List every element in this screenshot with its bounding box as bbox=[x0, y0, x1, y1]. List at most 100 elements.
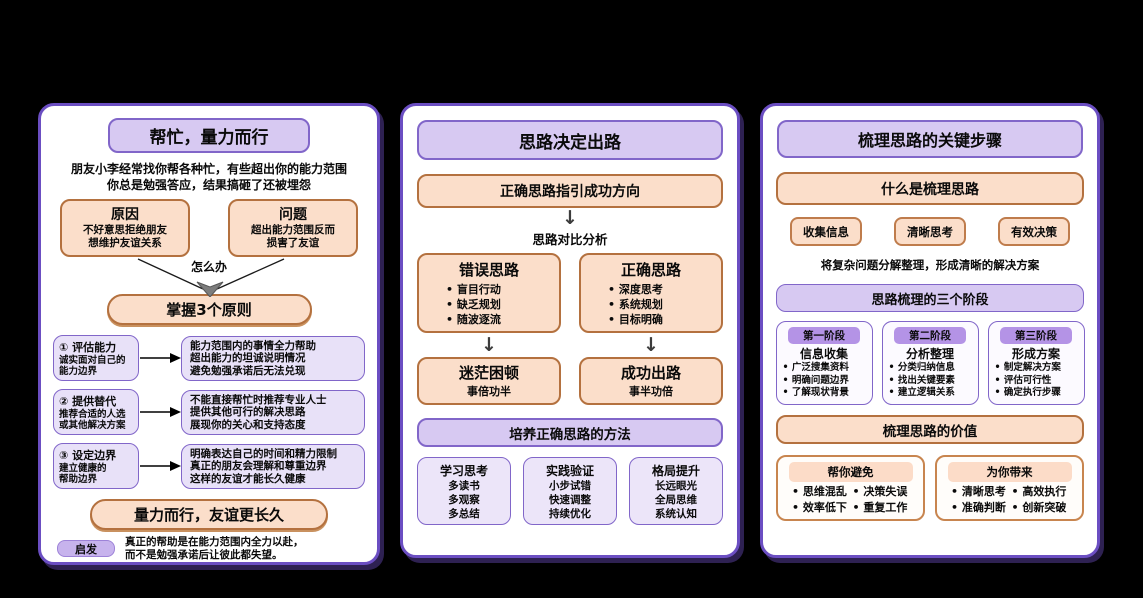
insight-row: 启发 真正的帮助是在能力范围内全力以赴， 而不是勉强承诺后让彼此都失望。 bbox=[57, 536, 361, 562]
definition-banner: 什么是梳理思路 bbox=[776, 172, 1084, 205]
chip-effective-decision: 有效决策 bbox=[998, 217, 1070, 246]
wrong-thinking-list: • 盲目行动 • 缺乏规划 • 随波逐流 bbox=[419, 282, 559, 327]
value-grid: • 思维混乱 • 决策失误 • 效率低下 • 重复工作 bbox=[778, 482, 923, 516]
detail-line: 避免勉强承诺后无法兑现 bbox=[190, 364, 306, 377]
list-item: • 系统规划 bbox=[608, 298, 663, 311]
outcome-row: 迷茫困顿 事倍功半 成功出路 事半功倍 bbox=[417, 357, 723, 405]
outcome-sub: 事半功倍 bbox=[629, 385, 673, 398]
detail-line: 展现你的关心和支持态度 bbox=[190, 418, 306, 431]
value-box-bring: 为你带来 • 清晰思考 • 高效执行 • 准确判断 • 创新突破 bbox=[935, 455, 1084, 521]
three-principles-pill: 掌握3个原则 bbox=[106, 293, 312, 326]
value-item: • 思维混乱 bbox=[792, 485, 847, 498]
insight-badge: 启发 bbox=[57, 540, 115, 558]
stage-name: 信息收集 bbox=[799, 347, 848, 361]
detail-line: 提供其他可行的解决思路 bbox=[190, 406, 306, 419]
list-item: • 制定解决方案 bbox=[994, 362, 1061, 373]
list-item: • 确定执行步骤 bbox=[994, 387, 1061, 398]
method-item: 小步试错 bbox=[549, 480, 591, 492]
method-title: 格局提升 bbox=[651, 464, 700, 478]
list-item: • 评估可行性 bbox=[994, 374, 1052, 386]
detail-line: 超出能力的坦诚说明情况 bbox=[190, 352, 306, 365]
method-item: 多总结 bbox=[448, 508, 480, 520]
method-item: 长远眼光 bbox=[655, 480, 697, 492]
panel-help-within-capacity: 帮忙，量力而行 朋友小李经常找你帮各种忙，有些超出你的能力范围 你总是勉强答应，… bbox=[38, 103, 380, 565]
value-box-avoid: 帮你避免 • 思维混乱 • 决策失误 • 效率低下 • 重复工作 bbox=[776, 455, 925, 521]
method-item: 持续优化 bbox=[549, 508, 591, 520]
value-banner: 梳理思路的价值 bbox=[776, 415, 1084, 444]
list-item: • 明确问题边界 bbox=[782, 374, 849, 386]
outcome-title: 成功出路 bbox=[620, 364, 681, 382]
principle-box-3: ③ 设定边界 建立健康的 帮助边界 bbox=[53, 443, 139, 490]
list-item: • 随波逐流 bbox=[446, 313, 501, 326]
panel-thinking-determines-outcome: 思路决定出路 正确思路指引成功方向 ↓ 思路对比分析 错误思路 • 盲目行动 •… bbox=[400, 103, 740, 558]
method-title: 学习思考 bbox=[439, 464, 488, 478]
principle-row: ① 评估能力 诚实面对自己的 能力边界 能力范围内的事情全力帮助 超出能力的坦诚… bbox=[53, 335, 365, 382]
stage-name: 形成方案 bbox=[1011, 347, 1060, 361]
right-thinking-box: 正确思路 • 深度思考 • 系统规划 • 目标明确 bbox=[579, 253, 723, 333]
panel3-title: 梳理思路的关键步骤 bbox=[777, 120, 1083, 158]
principle-sub: 推荐合适的人选 bbox=[59, 409, 126, 421]
stage-name: 分析整理 bbox=[905, 347, 954, 361]
wrong-thinking-title: 错误思路 bbox=[458, 261, 519, 279]
method-item: 多观察 bbox=[448, 494, 480, 506]
principles-list: ① 评估能力 诚实面对自己的 能力边界 能力范围内的事情全力帮助 超出能力的坦诚… bbox=[53, 335, 365, 490]
principle-detail-box-1: 能力范围内的事情全力帮助 超出能力的坦诚说明情况 避免勉强承诺后无法兑现 bbox=[181, 335, 365, 382]
method-box-vision: 格局提升 长远眼光 全局思维 系统认知 bbox=[629, 457, 723, 525]
list-item: • 了解现状背景 bbox=[782, 387, 849, 398]
definition-text: 将复杂问题分解整理，形成清晰的解决方案 bbox=[820, 258, 1040, 272]
method-box-learning: 学习思考 多读书 多观察 多总结 bbox=[417, 457, 511, 525]
principle-row: ③ 设定边界 建立健康的 帮助边界 明确表达自己的时间和精力限制 真正的朋友会理… bbox=[53, 443, 365, 490]
list-item: • 缺乏规划 bbox=[446, 298, 501, 311]
problem-line: 超出能力范围反而 bbox=[251, 224, 335, 237]
method-item: 全局思维 bbox=[655, 494, 697, 506]
chip-clear-thinking: 清晰思考 bbox=[894, 217, 966, 246]
stage-list: • 广泛搜集资料 • 明确问题边界 • 了解现状背景 bbox=[777, 362, 849, 400]
problem-title: 问题 bbox=[279, 207, 307, 224]
principle-box-1: ① 评估能力 诚实面对自己的 能力边界 bbox=[53, 335, 139, 382]
principle-sub: 建立健康的 bbox=[59, 463, 107, 475]
insight-text: 真正的帮助是在能力范围内全力以赴， 而不是勉强承诺后让彼此都失望。 bbox=[125, 536, 304, 562]
value-item: • 准确判断 bbox=[951, 501, 1006, 514]
down-arrow-icon: ↓ bbox=[562, 207, 578, 229]
list-item: • 分类归纳信息 bbox=[888, 362, 955, 373]
principle-sub: 诚实面对自己的 bbox=[59, 355, 126, 367]
converging-arrows: 怎么办 bbox=[38, 257, 380, 298]
stage-badge: 第二阶段 bbox=[894, 327, 966, 344]
compare-label: 思路对比分析 bbox=[532, 232, 608, 247]
cause-line: 想维护友谊关系 bbox=[88, 237, 162, 250]
detail-line: 不能直接帮忙时推荐专业人士 bbox=[190, 393, 327, 406]
list-item: • 深度思考 bbox=[608, 283, 663, 296]
scenario-line: 你总是勉强答应，结果搞砸了还被埋怨 bbox=[106, 178, 311, 193]
value-header: 为你带来 bbox=[947, 462, 1072, 482]
panel2-title: 思路决定出路 bbox=[417, 120, 723, 160]
down-arrow-icon: ↓ bbox=[643, 334, 659, 356]
value-item: • 清晰思考 bbox=[951, 485, 1006, 498]
panel-key-steps: 梳理思路的关键步骤 什么是梳理思路 收集信息 清晰思考 有效决策 将复杂问题分解… bbox=[760, 103, 1100, 558]
stage-list: • 制定解决方案 • 评估可行性 • 确定执行步骤 bbox=[989, 362, 1061, 400]
method-item: 系统认知 bbox=[655, 508, 697, 520]
detail-line: 真正的朋友会理解和尊重边界 bbox=[190, 460, 327, 473]
down-arrow-icon: ↓ bbox=[481, 334, 497, 356]
panel2-banner: 正确思路指引成功方向 bbox=[417, 174, 723, 208]
cause-box: 原因 不好意思拒绝朋友 想维护友谊关系 bbox=[60, 199, 190, 258]
arrow-right-icon bbox=[140, 407, 181, 418]
cause-title: 原因 bbox=[111, 207, 139, 224]
stage-list: • 分类归纳信息 • 找出关键要素 • 建立逻辑关系 bbox=[883, 362, 955, 400]
detail-line: 明确表达自己的时间和精力限制 bbox=[190, 447, 337, 460]
outcome-title: 迷茫困顿 bbox=[458, 364, 519, 382]
stage-box-2: 第二阶段 分析整理 • 分类归纳信息 • 找出关键要素 • 建立逻辑关系 bbox=[881, 321, 979, 405]
cause-problem-row: 原因 不好意思拒绝朋友 想维护友谊关系 问题 超出能力范围反而 损害了友谊 bbox=[60, 199, 358, 258]
compare-row: 错误思路 • 盲目行动 • 缺乏规划 • 随波逐流 正确思路 • 深度思考 • … bbox=[417, 253, 723, 333]
stages-banner: 思路梳理的三个阶段 bbox=[776, 284, 1084, 312]
value-grid: • 清晰思考 • 高效执行 • 准确判断 • 创新突破 bbox=[937, 482, 1082, 516]
stage-badge: 第三阶段 bbox=[1000, 327, 1072, 344]
right-outcome-box: 成功出路 事半功倍 bbox=[579, 357, 723, 405]
right-thinking-list: • 深度思考 • 系统规划 • 目标明确 bbox=[581, 282, 721, 327]
principle-detail-box-3: 明确表达自己的时间和精力限制 真正的朋友会理解和尊重边界 这样的友谊才能长久健康 bbox=[181, 443, 365, 490]
principle-title: ② 提供替代 bbox=[59, 395, 117, 409]
methods-banner: 培养正确思路的方法 bbox=[417, 418, 723, 447]
insight-line: 而不是勉强承诺后让彼此都失望。 bbox=[125, 548, 283, 561]
cause-line: 不好意思拒绝朋友 bbox=[83, 224, 167, 237]
detail-line: 这样的友谊才能长久健康 bbox=[190, 472, 306, 485]
wrong-thinking-box: 错误思路 • 盲目行动 • 缺乏规划 • 随波逐流 bbox=[417, 253, 561, 333]
